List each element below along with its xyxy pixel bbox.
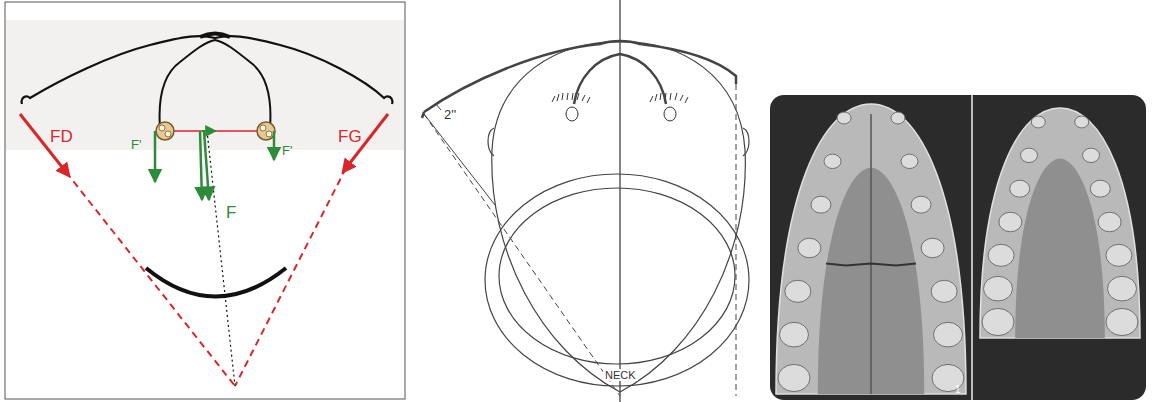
cast-photo (770, 95, 1146, 400)
figure-number: 1 (955, 384, 961, 395)
force-line (66, 172, 235, 386)
force-label: F' (131, 138, 141, 152)
panel-frame (5, 2, 405, 399)
force-label: F' (282, 144, 292, 158)
molar-line (165, 130, 265, 131)
eye (650, 93, 688, 121)
bow-hook (422, 112, 424, 118)
region-label: NECK (603, 369, 638, 381)
maxillary-cast (980, 108, 1140, 338)
head-top-view (422, 0, 749, 402)
force-label: FG (338, 128, 362, 147)
force-arrow (154, 131, 157, 182)
inner-bow (574, 54, 666, 104)
dimension-label: 2'' (444, 108, 456, 122)
force-arrow (200, 131, 202, 200)
outer-bow (424, 41, 736, 112)
eye (552, 93, 590, 121)
outer-bow (22, 36, 393, 104)
force-arrow (202, 130, 216, 132)
midline (619, 0, 620, 402)
neck-strap (146, 268, 286, 297)
maxillary-cast (776, 104, 966, 394)
force-line (235, 168, 346, 386)
force-line (424, 114, 620, 396)
force-label: FD (50, 128, 73, 147)
shaded-zone (6, 20, 404, 150)
force-arrow (204, 131, 209, 200)
bow-solder (200, 34, 230, 38)
resultant-line (207, 131, 235, 386)
neck-strap (485, 174, 749, 386)
photo-divider (971, 95, 973, 400)
head-outline (492, 42, 746, 392)
dimension-tick (436, 104, 441, 110)
molar-tooth (156, 122, 174, 140)
molar-tooth (257, 122, 275, 140)
facebow-force-panel (5, 2, 405, 399)
force-label: F (226, 204, 236, 223)
ear (743, 128, 749, 156)
force-line (736, 84, 737, 396)
ear (488, 128, 494, 156)
force-line (424, 114, 495, 205)
force-arrow (273, 131, 276, 160)
inner-bow (160, 40, 271, 128)
neck-strap (499, 188, 735, 364)
photo-frame (770, 95, 1146, 400)
